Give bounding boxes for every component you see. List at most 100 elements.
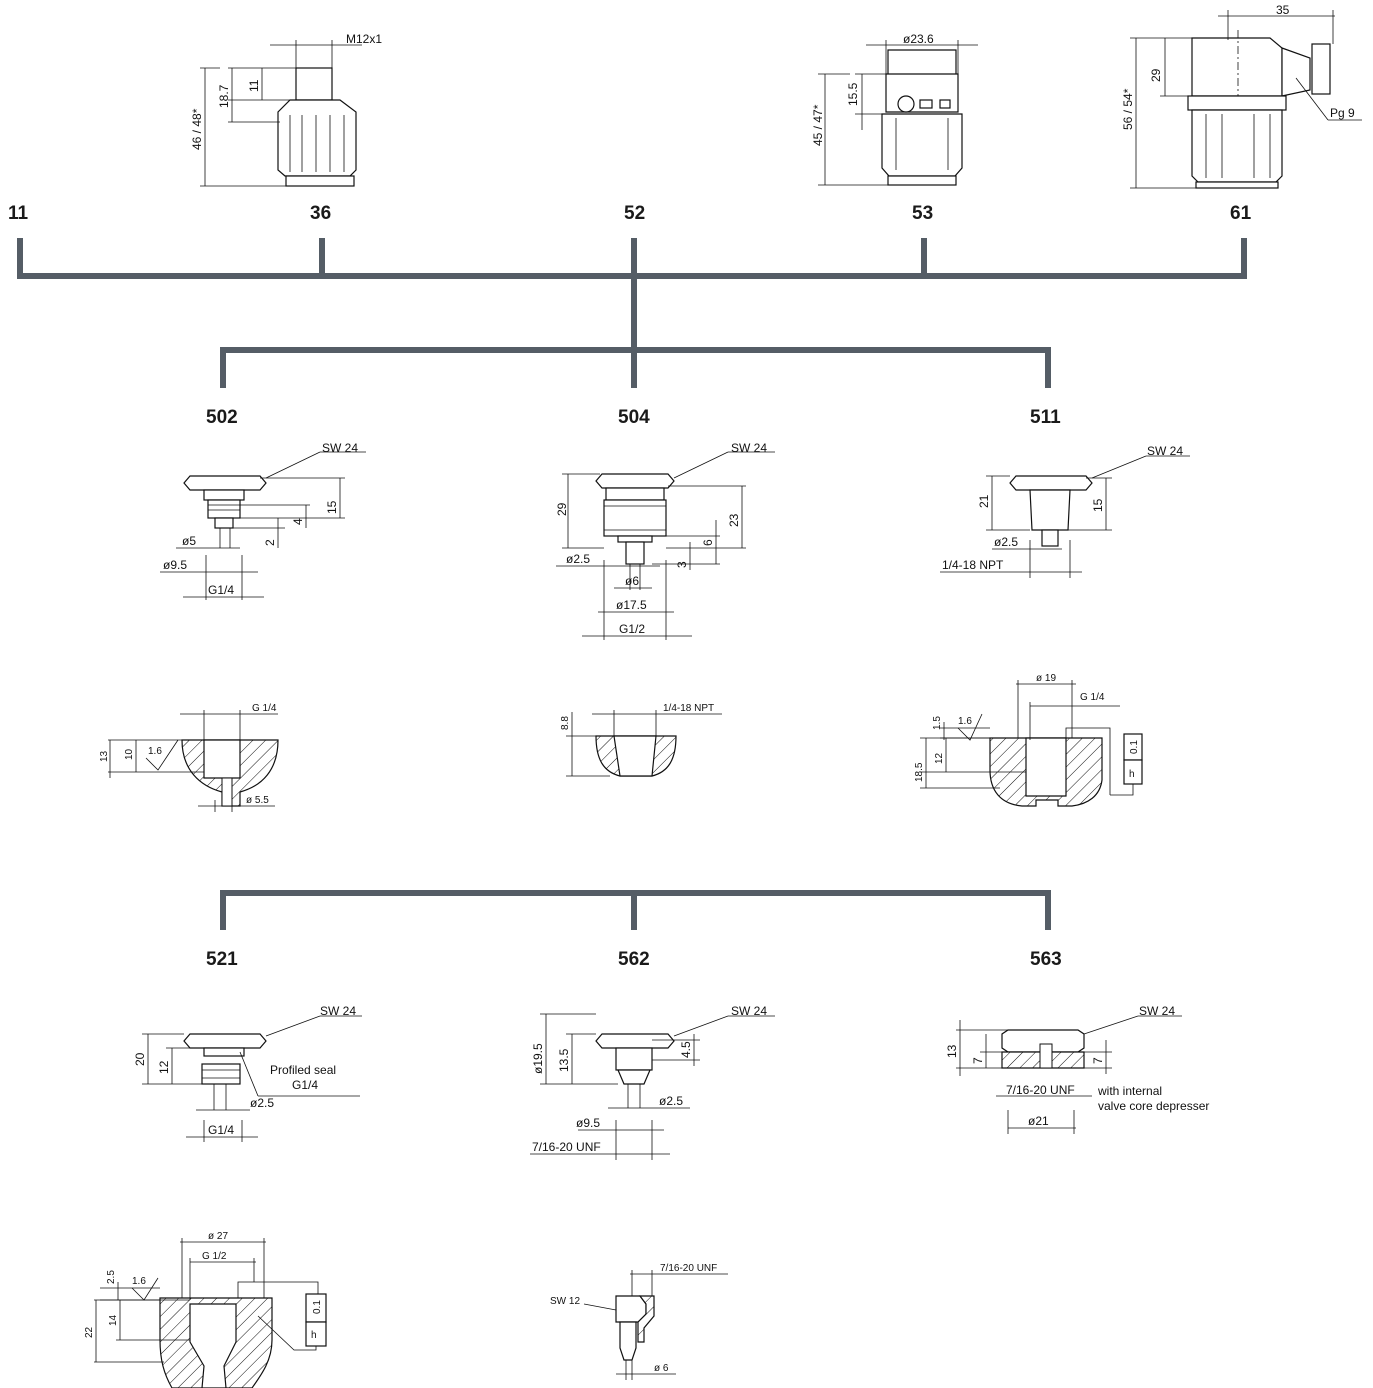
dim-35: 35 bbox=[1276, 3, 1290, 17]
dim-4-5-562: 4.5 bbox=[679, 1041, 693, 1058]
dim-unf-563: 7/16-20 UNF bbox=[1006, 1083, 1075, 1097]
dim-7a-563: 7 bbox=[971, 1057, 985, 1064]
connector-tree bbox=[17, 238, 1247, 930]
code-563: 563 bbox=[1030, 949, 1062, 970]
dim-29: 29 bbox=[1149, 68, 1163, 82]
dim-18-5-511s: 18.5 bbox=[914, 762, 925, 782]
dim-22-521s: 22 bbox=[84, 1326, 95, 1338]
dim-dia17-5-504: ø17.5 bbox=[616, 598, 647, 612]
code-61: 61 bbox=[1230, 203, 1252, 224]
section-521: ø 27 G 1/2 2.5 1.6 22 14 0.1 h bbox=[84, 1231, 327, 1388]
dim-sw24-502: SW 24 bbox=[322, 441, 358, 455]
dim-7b-563: 7 bbox=[1091, 1057, 1105, 1064]
dim-1-6-502s: 1.6 bbox=[148, 746, 162, 757]
drawing-521-fitting: SW 24 20 12 Profiled seal G1/4 ø2.5 G1/4 bbox=[133, 1004, 362, 1142]
drawing-562-fitting: SW 24 ø19.5 13.5 4.5 ø2.5 ø9.5 7/16-20 U… bbox=[530, 1004, 775, 1160]
dim-12-521: 12 bbox=[157, 1060, 171, 1074]
dim-npt-504s: 1/4-18 NPT bbox=[663, 703, 714, 714]
dim-dia6-562s: ø 6 bbox=[654, 1363, 669, 1374]
code-562: 562 bbox=[618, 949, 650, 970]
dim-8-8-504s: 8.8 bbox=[560, 716, 571, 730]
section-562-adapter: 7/16-20 UNF SW 12 ø 6 bbox=[550, 1263, 728, 1380]
dim-14-521s: 14 bbox=[108, 1314, 119, 1326]
dim-dia5-5-502s: ø 5.5 bbox=[246, 795, 269, 806]
dim-18-7: 18.7 bbox=[217, 84, 231, 108]
dim-unf-562s: 7/16-20 UNF bbox=[660, 1263, 717, 1274]
dim-1-6-521s: 1.6 bbox=[132, 1276, 146, 1287]
dim-2-502: 2 bbox=[263, 539, 277, 546]
dim-20-521: 20 bbox=[133, 1052, 147, 1066]
dim-23-504: 23 bbox=[727, 513, 741, 527]
section-502: G 1/4 13 10 1.6 ø 5.5 bbox=[99, 703, 279, 812]
code-11: 11 bbox=[8, 203, 29, 224]
section-504: 1/4-18 NPT 8.8 bbox=[560, 703, 722, 777]
dim-0-1-511s: 0.1 bbox=[1129, 740, 1140, 754]
section-511: ø 19 G 1/4 1.5 1.6 12 18.5 0.1 h bbox=[914, 673, 1143, 807]
dim-note2-563: valve core depresser bbox=[1098, 1099, 1209, 1113]
dim-sw24-562: SW 24 bbox=[731, 1004, 767, 1018]
drawing-36-m12-connector: M12x1 18.7 11 46 / 48* bbox=[190, 32, 382, 187]
dim-1-5-511s: 1.5 bbox=[932, 716, 943, 730]
dim-dia5-502: ø5 bbox=[182, 534, 196, 548]
dim-sw24-504: SW 24 bbox=[731, 441, 767, 455]
dim-g-1-4-502s: G 1/4 bbox=[252, 703, 277, 714]
dim-46-48: 46 / 48* bbox=[190, 108, 204, 150]
dim-g14a-521: G1/4 bbox=[292, 1078, 318, 1092]
dim-13-5-562: 13.5 bbox=[557, 1048, 571, 1072]
dim-6-504: 6 bbox=[701, 539, 715, 546]
code-502: 502 bbox=[206, 407, 238, 428]
drawing-502-fitting: SW 24 15 4 2 ø5 ø9.5 G1/4 bbox=[160, 441, 366, 600]
dim-13-563: 13 bbox=[945, 1044, 959, 1058]
dim-10-502s: 10 bbox=[124, 748, 135, 760]
dim-dia19-5-562: ø19.5 bbox=[531, 1043, 545, 1074]
dim-dia27-521s: ø 27 bbox=[208, 1231, 228, 1242]
drawing-53-connector: ø23.6 15.5 45 / 47* bbox=[811, 32, 978, 186]
dim-21-511: 21 bbox=[977, 494, 991, 508]
dim-0-1-521s: 0.1 bbox=[312, 1300, 323, 1314]
dim-sw24-511: SW 24 bbox=[1147, 444, 1183, 458]
dim-11: 11 bbox=[247, 79, 261, 92]
drawing-511-fitting: SW 24 21 15 ø2.5 1/4-18 NPT bbox=[940, 444, 1190, 578]
code-53: 53 bbox=[912, 203, 933, 224]
dim-pg9: Pg 9 bbox=[1330, 106, 1355, 120]
dim-unf-562: 7/16-20 UNF bbox=[532, 1140, 601, 1154]
dim-profiled-seal-521: Profiled seal bbox=[270, 1063, 336, 1077]
dim-g14-511s: G 1/4 bbox=[1080, 692, 1105, 703]
dim-29-504: 29 bbox=[555, 502, 569, 516]
dim-sw24-563: SW 24 bbox=[1139, 1004, 1175, 1018]
dim-sw12-562s: SW 12 bbox=[550, 1296, 580, 1307]
code-504: 504 bbox=[618, 407, 650, 428]
dim-1-6-511s: 1.6 bbox=[958, 716, 972, 727]
dim-dia21-563: ø21 bbox=[1028, 1114, 1049, 1128]
drawing-61-din-plug: 35 29 56 / 54* Pg 9 bbox=[1121, 3, 1362, 190]
dim-15-502: 15 bbox=[325, 500, 339, 514]
dim-dia2-5-521: ø2.5 bbox=[250, 1096, 274, 1110]
dim-45-47: 45 / 47* bbox=[811, 104, 825, 146]
dim-dia9-5-562: ø9.5 bbox=[576, 1116, 600, 1130]
dim-note1-563: with internal bbox=[1097, 1084, 1162, 1098]
code-521: 521 bbox=[206, 949, 238, 970]
dim-g14-521: G1/4 bbox=[208, 1123, 234, 1137]
code-52: 52 bbox=[624, 203, 645, 224]
dim-m12x1: M12x1 bbox=[346, 32, 382, 46]
dim-sw24-521: SW 24 bbox=[320, 1004, 356, 1018]
dim-h-511s: h bbox=[1129, 769, 1135, 780]
dim-13-502s: 13 bbox=[99, 750, 110, 762]
dim-15-511: 15 bbox=[1091, 498, 1105, 512]
dim-g12-504: G1/2 bbox=[619, 622, 645, 636]
dim-dia19-511s: ø 19 bbox=[1036, 673, 1056, 684]
dim-h-521s: h bbox=[311, 1330, 317, 1341]
dim-g12-521s: G 1/2 bbox=[202, 1251, 227, 1262]
code-36: 36 bbox=[310, 203, 331, 224]
dim-dia6-504: ø6 bbox=[625, 574, 639, 588]
dim-dia2-5-511: ø2.5 bbox=[994, 535, 1018, 549]
dim-15-5: 15.5 bbox=[846, 82, 860, 106]
code-511: 511 bbox=[1030, 407, 1061, 428]
drawing-563-fitting: SW 24 13 7 7 7/16-20 UNF with internal v… bbox=[945, 1004, 1209, 1134]
dim-dia2-5-504: ø2.5 bbox=[566, 552, 590, 566]
dim-dia9-5-502: ø9.5 bbox=[163, 558, 187, 572]
dim-56-54: 56 / 54* bbox=[1121, 88, 1135, 130]
dim-3-504: 3 bbox=[675, 561, 689, 568]
dim-g14-502: G1/4 bbox=[208, 583, 234, 597]
dim-dia-23-6: ø23.6 bbox=[903, 32, 934, 46]
